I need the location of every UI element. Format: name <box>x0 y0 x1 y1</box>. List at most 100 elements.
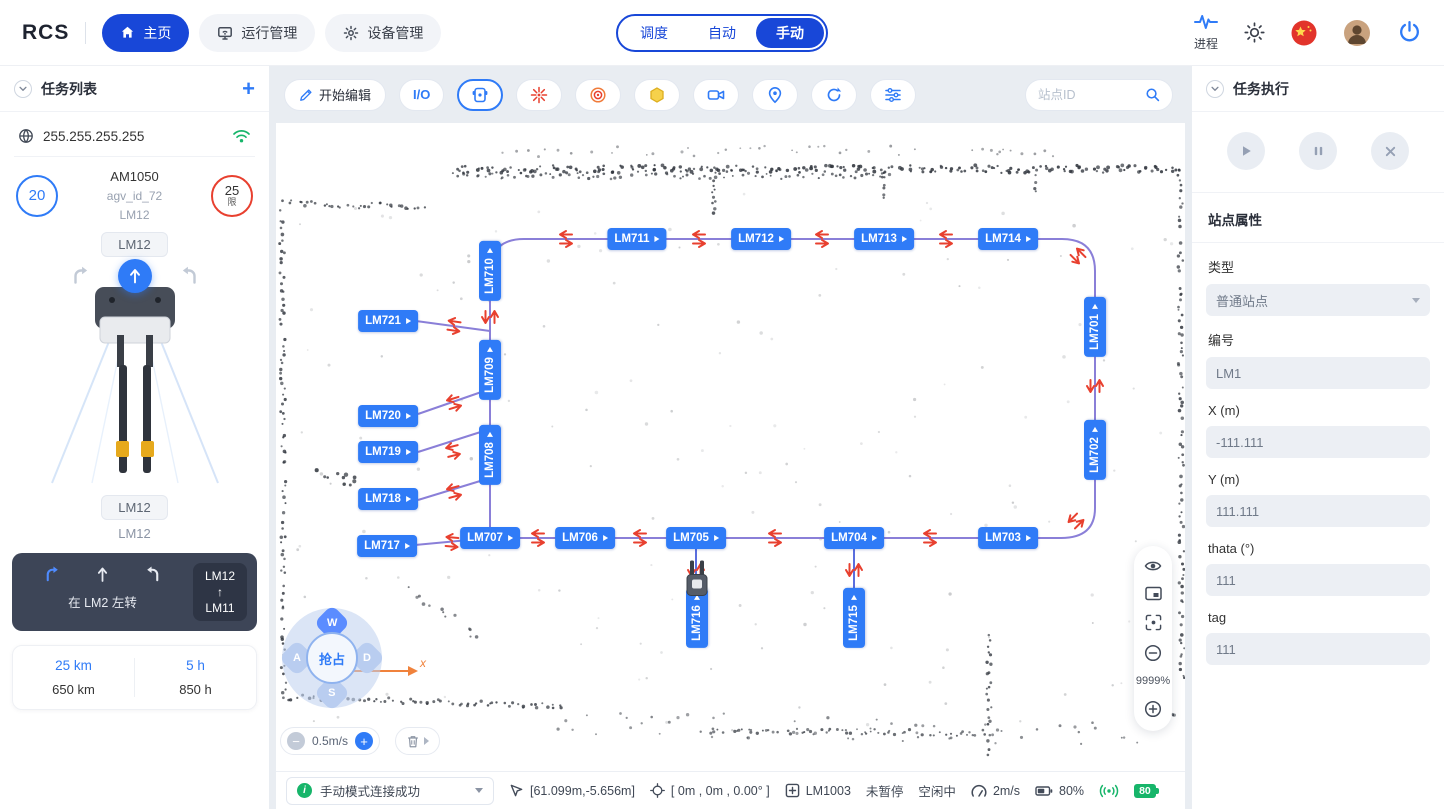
signal-icon <box>1099 784 1119 798</box>
zoom-in-button[interactable] <box>1144 700 1162 718</box>
process-button[interactable]: 进程 <box>1193 13 1218 52</box>
nav-devices[interactable]: 设备管理 <box>325 13 442 52</box>
connection-status-select[interactable]: i 手动模式连接成功 <box>286 776 494 805</box>
x-axis-label: x <box>419 656 427 670</box>
zoom-out-button[interactable] <box>1144 644 1162 662</box>
speed-increase-button[interactable]: + <box>355 732 374 750</box>
station-chip[interactable]: LM12 <box>101 495 168 520</box>
map-station[interactable]: LM706 <box>555 527 615 549</box>
station-marker-button[interactable] <box>752 78 799 111</box>
map-station[interactable]: LM719 <box>358 441 418 463</box>
map-station[interactable]: LM710 <box>479 241 501 301</box>
map-station[interactable]: LM718 <box>358 488 418 510</box>
task-count-badge[interactable]: 20 <box>16 174 58 217</box>
add-task-button[interactable]: + <box>242 75 255 101</box>
mode-tab-manual[interactable]: 手动 <box>756 17 824 48</box>
map-station[interactable]: LM720 <box>358 405 418 427</box>
minimap-button[interactable] <box>1144 586 1162 601</box>
laser-icon <box>530 86 548 104</box>
current-station: LM1003 <box>785 783 851 798</box>
brightness-button[interactable] <box>1244 22 1265 43</box>
forklift-front-view <box>50 276 219 484</box>
station-direction-icon <box>851 595 857 601</box>
map-station[interactable]: LM714 <box>978 228 1038 250</box>
nav-home[interactable]: 主页 <box>102 13 190 52</box>
collapse-button[interactable] <box>14 79 32 98</box>
map-station[interactable]: LM702 <box>1084 420 1106 480</box>
speed-limit-badge[interactable]: 25 限 <box>210 174 253 217</box>
filter-button[interactable] <box>870 78 917 111</box>
field-input[interactable]: 111 <box>1206 633 1430 665</box>
mode-tab-dispatch[interactable]: 调度 <box>640 24 668 41</box>
task-play-button[interactable] <box>1227 132 1265 170</box>
map-station[interactable]: LM711 <box>607 228 667 250</box>
task-pause-button[interactable] <box>1299 132 1337 170</box>
turn-left-button[interactable] <box>70 265 92 287</box>
plus-square-icon <box>785 783 800 798</box>
locate-button[interactable] <box>1145 614 1162 631</box>
station-chip[interactable]: LM12 <box>101 232 168 257</box>
speed-stepper: − 0.5m/s + <box>280 727 381 755</box>
map-station[interactable]: LM704 <box>824 527 884 549</box>
field-label: tag <box>1208 610 1227 625</box>
map-station[interactable]: LM709 <box>479 340 501 400</box>
station-search-input[interactable] <box>1038 87 1137 102</box>
map-station[interactable]: LM705 <box>666 527 726 549</box>
refresh-button[interactable] <box>811 78 858 111</box>
target-layer-button[interactable] <box>575 78 622 111</box>
route-edge[interactable] <box>417 428 491 453</box>
agv-layer-button[interactable] <box>457 78 504 111</box>
map-station[interactable]: LM708 <box>479 425 501 485</box>
map-station[interactable]: LM703 <box>978 527 1038 549</box>
map-station[interactable]: LM717 <box>357 535 417 557</box>
mode-tab-auto[interactable]: 自动 <box>708 24 736 41</box>
lidar-layer-button[interactable] <box>516 78 563 111</box>
seize-control-button[interactable]: 抢占 <box>306 632 358 684</box>
battery-readout: 80% <box>1035 784 1084 798</box>
map-station[interactable]: LM701 <box>1084 297 1106 357</box>
map-station[interactable]: LM721 <box>358 310 418 332</box>
field-: 类型普通站点 <box>1192 257 1444 316</box>
visibility-button[interactable] <box>1144 559 1162 573</box>
map-station[interactable]: LM712 <box>731 228 791 250</box>
hours-stat: 5 h 850 h <box>134 658 256 697</box>
field-select[interactable]: 普通站点 <box>1206 284 1430 316</box>
chevron-down-icon <box>475 788 483 793</box>
robot-summary: 20 AM1050 agv_id_72 LM12 25 限 <box>0 157 269 224</box>
field-input[interactable]: 111 <box>1206 564 1430 596</box>
route-edge[interactable] <box>415 320 491 332</box>
move-forward-button[interactable] <box>117 259 152 293</box>
io-button[interactable]: I/O <box>399 78 445 111</box>
route-edge[interactable] <box>417 477 491 501</box>
field-input[interactable]: -111.111 <box>1206 426 1430 458</box>
field-input[interactable]: 111.111 <box>1206 495 1430 527</box>
map-station[interactable]: LM713 <box>854 228 914 250</box>
layer-buttons <box>457 78 917 111</box>
caret-right-icon <box>424 737 429 745</box>
map-station[interactable]: LM715 <box>843 588 865 648</box>
map-canvas[interactable]: W A S D 抢占 x − 0.5m/s + <box>276 123 1185 771</box>
area-layer-button[interactable] <box>634 78 681 111</box>
agv-on-map[interactable] <box>684 560 710 601</box>
station-direction-icon <box>654 236 660 242</box>
station-direction-icon <box>1092 304 1098 310</box>
speed-decrease-button[interactable]: − <box>287 732 305 750</box>
user-avatar[interactable] <box>1343 19 1371 47</box>
language-flag-icon[interactable] <box>1291 20 1317 46</box>
search-icon[interactable] <box>1145 87 1160 102</box>
station-search <box>1025 78 1173 111</box>
collapse-button[interactable] <box>1206 79 1224 98</box>
speed-value: 0.5m/s <box>312 734 349 748</box>
map-station[interactable]: LM707 <box>460 527 520 549</box>
field-input[interactable]: LM1 <box>1206 357 1430 389</box>
nav-operations[interactable]: 运行管理 <box>199 13 316 52</box>
turn-right-button[interactable] <box>178 265 200 287</box>
camera-view-button[interactable] <box>693 78 740 111</box>
route-edge[interactable] <box>489 238 1096 539</box>
map-clear-button[interactable] <box>395 727 440 755</box>
navbar-right: 进程 <box>1193 13 1422 52</box>
power-button[interactable] <box>1397 20 1422 45</box>
robot-station-label: LM12 <box>119 208 150 222</box>
task-cancel-button[interactable] <box>1371 132 1409 170</box>
start-edit-button[interactable]: 开始编辑 <box>284 78 387 111</box>
